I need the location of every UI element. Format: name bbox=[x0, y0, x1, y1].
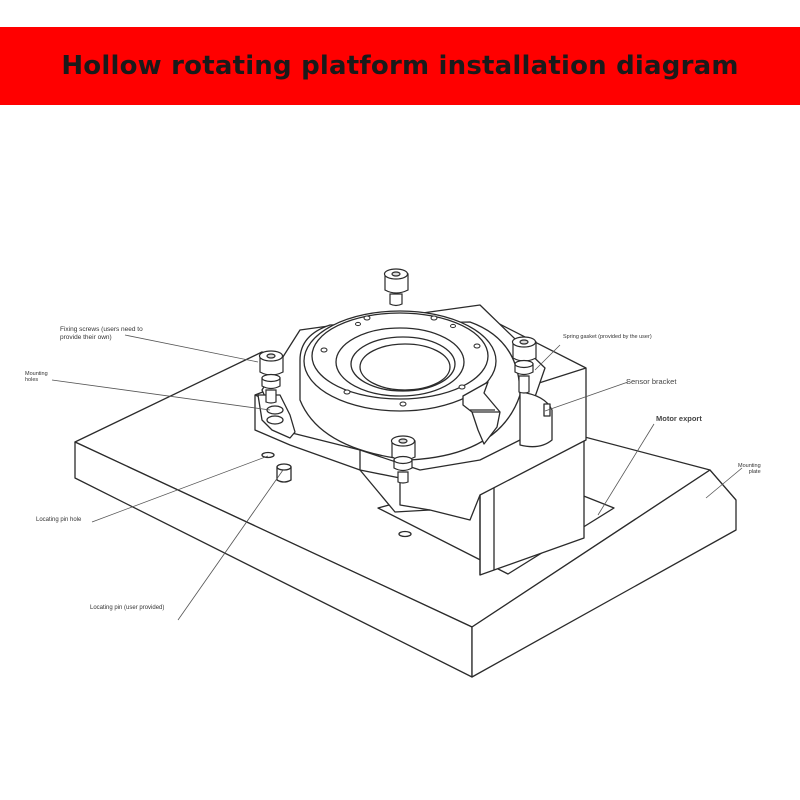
fixing-screw-front bbox=[390, 435, 416, 484]
label-mounting-plate-line1: Mounting bbox=[738, 463, 761, 469]
label-fixing-screws: Fixing screws (users need to provide the… bbox=[60, 326, 143, 341]
fixing-screw-right bbox=[511, 336, 537, 394]
fixing-screw-left bbox=[258, 350, 284, 404]
label-mounting-holes-line2: holes bbox=[25, 377, 39, 383]
label-mounting-plate-line2: plate bbox=[748, 469, 761, 475]
label-spring-gasket: Spring gasket (provided by the user) bbox=[563, 334, 652, 340]
label-fixing-screws-line2: provide their own) bbox=[60, 333, 112, 341]
label-mounting-holes-line1: Mounting bbox=[25, 371, 48, 377]
label-motor-export: Motor export bbox=[656, 414, 702, 423]
leader-mounting-plate bbox=[705, 467, 743, 499]
leader-spring-gasket bbox=[534, 344, 561, 371]
table-holes bbox=[320, 315, 481, 407]
rotary-table bbox=[303, 310, 497, 412]
label-sensor-bracket: Sensor bracket bbox=[626, 377, 677, 386]
leader-fixing-screws bbox=[124, 334, 259, 363]
label-fixing-screws-line1: Fixing screws (users need to bbox=[60, 326, 143, 333]
title-banner: Hollow rotating platform installation di… bbox=[0, 27, 800, 105]
locating-pin-hole-2 bbox=[398, 530, 412, 538]
leader-motor-export bbox=[597, 423, 655, 516]
label-mounting-plate: Mounting plate bbox=[738, 463, 761, 475]
mounting-corner bbox=[257, 394, 296, 439]
leader-mounting-holes bbox=[51, 379, 271, 411]
leader-locating-pin-hole bbox=[91, 455, 269, 523]
leader-sensor-bracket bbox=[544, 381, 629, 412]
sensor-bracket bbox=[462, 381, 501, 445]
leader-locating-pin bbox=[177, 469, 284, 621]
locating-pin-hole bbox=[261, 451, 275, 459]
label-locating-pin-hole: Locating pin hole bbox=[36, 517, 82, 523]
diagram-title: Hollow rotating platform installation di… bbox=[61, 51, 739, 81]
locating-pin bbox=[276, 463, 292, 483]
label-mounting-holes: Mounting holes bbox=[25, 371, 48, 383]
fixing-screw-top bbox=[383, 268, 409, 307]
label-locating-pin: Locating pin (user provided) bbox=[90, 605, 165, 611]
